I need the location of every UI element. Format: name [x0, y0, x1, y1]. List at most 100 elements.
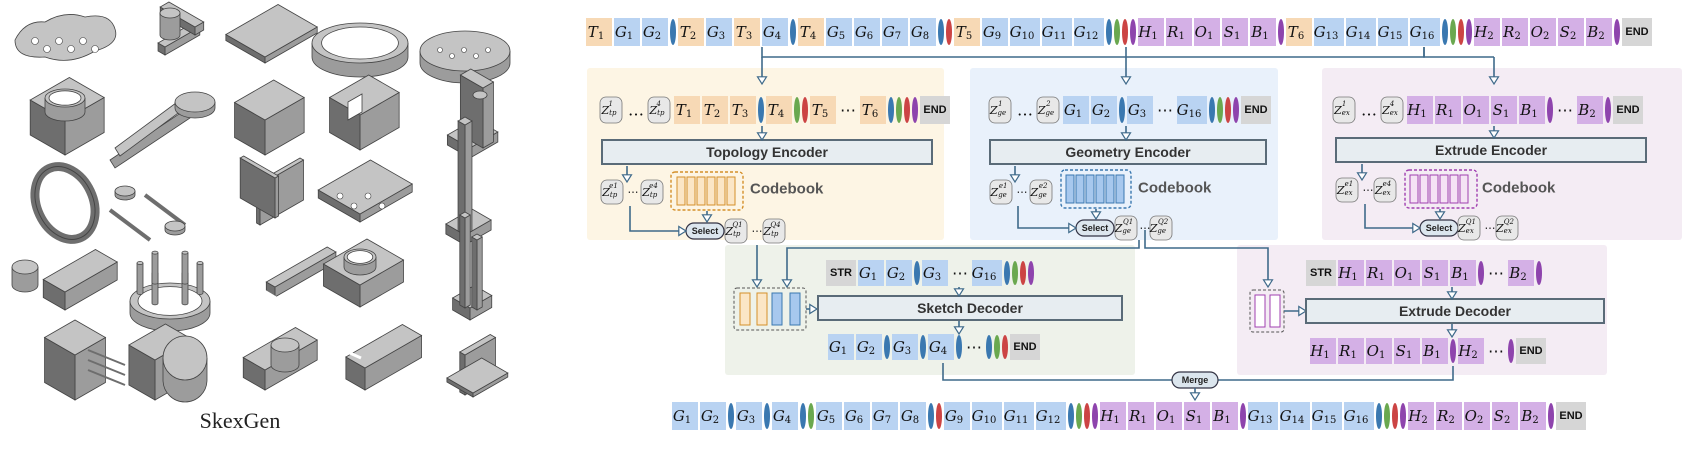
ellipsis: ⋯ — [840, 101, 856, 120]
separator-ellipse — [1076, 403, 1082, 429]
separator-ellipse — [808, 403, 814, 429]
arrow-head — [751, 279, 763, 289]
arrow-head — [1446, 329, 1458, 339]
token-label: R2 — [1502, 23, 1521, 42]
slot-plate-icon — [238, 246, 337, 309]
token-label: B2 — [1508, 264, 1526, 283]
token-label: G1 — [615, 23, 633, 42]
rounded-bar-icon — [11, 249, 119, 311]
slot — [347, 93, 363, 121]
token — [1464, 402, 1490, 430]
codebook-entry — [696, 176, 706, 206]
extrude-codebook-label: Codebook — [1482, 180, 1556, 197]
token — [736, 402, 762, 430]
token — [1463, 96, 1489, 124]
ellipsis: ⋯ — [1140, 222, 1151, 235]
mount-hole — [350, 202, 358, 210]
latent-code-label: ZtpQ1 — [724, 221, 742, 238]
cyl-top — [181, 250, 189, 255]
token — [816, 402, 842, 430]
token — [1577, 96, 1603, 124]
token-label: G10 — [972, 407, 997, 426]
token-label: G16 — [1410, 23, 1435, 42]
arrow-head — [781, 279, 793, 289]
codebook-entry — [1429, 174, 1439, 204]
separator-ellipse — [1442, 19, 1448, 45]
separator-ellipse — [1478, 261, 1484, 285]
token-label: G5 — [827, 23, 845, 42]
cyl-side — [196, 263, 204, 295]
ellipsis: ⋯ — [752, 225, 763, 238]
token — [860, 96, 886, 124]
token — [1436, 402, 1462, 430]
token — [1558, 18, 1584, 46]
token-label: O1 — [1195, 23, 1214, 42]
mount-hole — [336, 192, 344, 200]
ellipsis: ⋯ — [952, 264, 968, 283]
separator-ellipse — [1400, 403, 1406, 429]
codebook-entry — [686, 176, 696, 206]
codebook-entry — [1095, 174, 1105, 204]
token — [1036, 402, 1066, 430]
token — [1622, 18, 1652, 46]
token — [1508, 260, 1534, 286]
token — [1474, 18, 1500, 46]
token-label: S1 — [1396, 342, 1413, 361]
token-label: END — [1519, 345, 1542, 357]
token-label: B2 — [1577, 101, 1595, 120]
separator-ellipse — [946, 19, 952, 45]
separator-ellipse — [914, 261, 920, 285]
codebook-entry — [1115, 174, 1125, 204]
token-label: END — [1244, 104, 1267, 116]
ring-hole — [321, 26, 399, 60]
token — [826, 18, 852, 46]
separator-ellipse — [1225, 97, 1231, 123]
token — [1492, 402, 1518, 430]
token-label: H1 — [1137, 23, 1157, 42]
token — [1010, 18, 1040, 46]
token-label: B1 — [1422, 342, 1440, 361]
latent-code-label: ZexQ1 — [1457, 218, 1476, 235]
latent-code-label: ZgeQ1 — [1114, 218, 1133, 235]
token — [586, 18, 612, 46]
latent-code — [1495, 215, 1519, 241]
token — [798, 18, 824, 46]
token — [1100, 402, 1126, 430]
token — [1519, 96, 1545, 124]
separator-ellipse — [1450, 339, 1456, 363]
plate-hole — [91, 45, 99, 53]
separator-ellipse — [790, 19, 796, 45]
box-face-top — [225, 4, 319, 58]
octagon-hub-icon — [128, 323, 208, 403]
arrow-head — [1356, 172, 1368, 182]
arrow-head — [1090, 211, 1102, 221]
box-face-top — [43, 319, 107, 356]
token — [1520, 402, 1546, 430]
arrow-head — [678, 225, 688, 237]
merge-label: Merge — [1182, 375, 1209, 385]
separator-ellipse — [1002, 335, 1008, 359]
separator-ellipse — [802, 97, 808, 123]
topology-encoder-label: Topology Encoder — [706, 144, 828, 160]
latent-code — [647, 96, 671, 124]
token-label: H2 — [1457, 342, 1477, 361]
quantized-code — [771, 292, 783, 326]
box-face-top — [42, 249, 119, 293]
token-label: B1 — [1212, 407, 1230, 426]
token-label: R2 — [1436, 407, 1455, 426]
cyl-top — [162, 335, 208, 381]
tilted-ring-edge — [34, 166, 96, 240]
token-label: END — [923, 104, 946, 116]
token-label: T4 — [800, 23, 816, 42]
disc-hole — [449, 53, 455, 59]
cyl-side — [159, 13, 181, 41]
mounting-plate-icon — [317, 159, 414, 223]
token-label: G8 — [911, 23, 929, 42]
pin-set-icon — [108, 185, 187, 242]
boxed-cylinder-icon — [29, 77, 105, 156]
box-face-top — [458, 334, 497, 356]
token — [642, 18, 668, 46]
arrow-to-select — [1017, 206, 1072, 229]
token-label: S1 — [1493, 101, 1510, 120]
token-label: B1 — [1519, 101, 1537, 120]
